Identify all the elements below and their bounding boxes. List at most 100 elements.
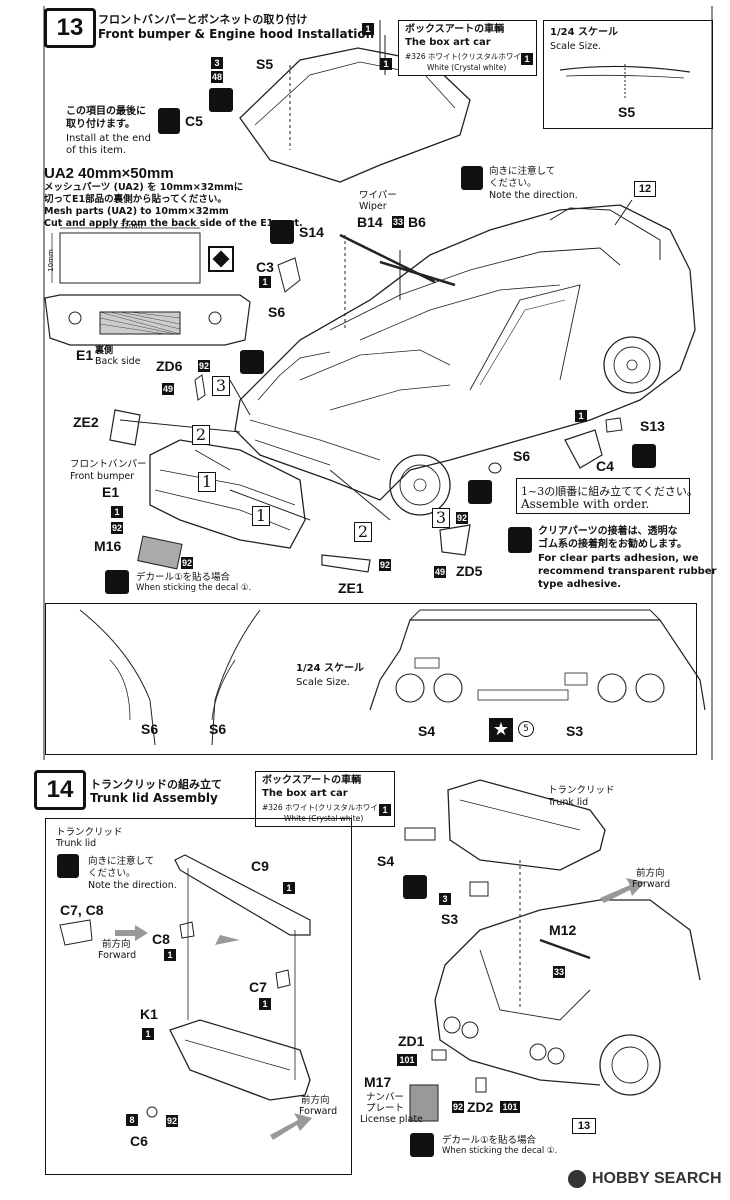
- note-end-jp2: 取り付けます。: [66, 119, 135, 130]
- clear-en2: recommend transparent rubber: [538, 566, 717, 577]
- part-c9: C9: [251, 858, 269, 874]
- zd2-color-101: 101: [500, 1101, 520, 1113]
- part-s6-b: S6: [513, 448, 531, 464]
- scale-box-hood: 1/24 スケール Scale Size. S5: [543, 20, 713, 129]
- license-jp2: プレート: [366, 1103, 405, 1114]
- direction-icon-14: [57, 854, 79, 878]
- trunk-jp: トランクリッド: [56, 827, 123, 838]
- ua2-dim-h: 10mm: [46, 249, 55, 272]
- order-box: 1~3の順番に組み立ててください。 Assemble with order.: [516, 478, 698, 514]
- dir14-en: Note the direction.: [88, 880, 177, 891]
- glue-icon-14: [403, 875, 427, 899]
- front-bumper-jp: フロントバンパー: [70, 459, 147, 470]
- decal14-en: When sticking the decal ①.: [442, 1146, 558, 1156]
- part-s14: S14: [299, 224, 324, 240]
- step-marker-3a: 3: [212, 376, 230, 396]
- watermark-logo: [568, 1170, 586, 1188]
- ze1-color-92: 92: [379, 559, 391, 571]
- step13-title-jp: フロントバンパーとボンネットの取り付け: [98, 13, 308, 26]
- part-zd2: ZD2: [467, 1099, 494, 1115]
- part-s5-scale: S5: [618, 104, 636, 120]
- forward-jp-a: 前方向: [102, 939, 131, 950]
- box-art14-title-jp: ボックスアートの車輌: [262, 775, 362, 786]
- step-marker-3b: 3: [432, 508, 450, 528]
- zd1-color-101: 101: [397, 1054, 417, 1066]
- c6-color-92: 92: [166, 1115, 178, 1127]
- m16-color-92: 92: [181, 557, 193, 569]
- trunk-en-r: Trunk lid: [548, 797, 589, 808]
- c7-num-1: 1: [259, 998, 271, 1010]
- scale-box-lower: 1/24 スケール Scale Size. S6 S6 S4 ★ 5 S3: [45, 603, 697, 755]
- box-art-title-en: The box art car: [405, 37, 491, 48]
- part-c7: C7: [249, 979, 267, 995]
- step-number-14: 14: [34, 770, 86, 810]
- decal-en: When sticking the decal ①.: [136, 583, 252, 593]
- part-c8: C8: [152, 931, 170, 947]
- note-end-en2: of this item.: [66, 145, 127, 156]
- c3-num-1: 1: [259, 276, 271, 288]
- part-s4-scale: S4: [418, 723, 436, 739]
- clear-en3: type adhesive.: [538, 579, 622, 590]
- hood-num-1b: 1: [380, 58, 392, 70]
- box-art14-color-jp: #326 ホワイト(クリスタルホワイト): [262, 803, 389, 812]
- ref-step-13: 13: [572, 1118, 596, 1134]
- scale-title-en: Scale Size.: [550, 41, 602, 52]
- part-s3-scale: S3: [566, 723, 584, 739]
- part-s4-14: S4: [377, 853, 395, 869]
- part-s6-scale-a: S6: [141, 721, 159, 737]
- direction-en: Note the direction.: [489, 190, 578, 201]
- part-e1: E1: [102, 484, 120, 500]
- trunk-jp-r: トランクリッド: [548, 785, 615, 796]
- ua2-jp2: 切ってE1部品の裏側から貼ってください。: [44, 194, 227, 205]
- decal-icon-14: [410, 1133, 434, 1157]
- box-art-part-num: 1: [521, 53, 533, 65]
- e1-color-92: 92: [111, 522, 123, 534]
- color-48: 48: [211, 71, 223, 83]
- hood-num-1a: 1: [362, 23, 374, 35]
- zd5-color-92: 92: [456, 512, 468, 524]
- forward-en-c: Forward: [632, 879, 671, 890]
- decal14-jp: デカール①を貼る場合: [442, 1135, 537, 1146]
- part-c3: C3: [256, 259, 274, 275]
- forward-en-b: Forward: [299, 1106, 338, 1117]
- star-decal-num: 5: [518, 721, 534, 737]
- trunk-sub-box: トランクリッド Trunk lid 向きに注意して ください。 Note the…: [45, 818, 352, 1175]
- part-s5: S5: [256, 56, 274, 72]
- star-icon: ★: [489, 718, 513, 742]
- step14-title-en: Trunk lid Assembly: [90, 791, 218, 805]
- step14-title-jp: トランクリッドの組み立て: [90, 778, 222, 791]
- glue-icon: [209, 88, 233, 112]
- trunk-en: Trunk lid: [56, 838, 97, 849]
- part-b6: B6: [408, 214, 426, 230]
- forward-jp-b: 前方向: [301, 1095, 330, 1106]
- back-side-jp: 裏側: [95, 346, 114, 356]
- wiper-en: Wiper: [359, 201, 387, 212]
- box-art-title-jp: ボックスアートの車輌: [405, 24, 505, 35]
- c6-num-8: 8: [126, 1114, 138, 1126]
- scale-lower-jp: 1/24 スケール: [296, 663, 365, 674]
- ua2-jp1: メッシュパーツ (UA2) を 10mm×32mmに: [44, 182, 244, 193]
- part-m16: M16: [94, 538, 122, 554]
- c9-num-1: 1: [283, 882, 295, 894]
- ua2-en1: Mesh parts (UA2) to 10mm×32mm: [44, 206, 229, 217]
- box-art-color-en: White (Crystal white): [427, 63, 507, 72]
- decal-icon: [105, 570, 129, 594]
- part-ze2: ZE2: [73, 414, 99, 430]
- part-m12: M12: [549, 922, 577, 938]
- glue-icon-s6: [240, 350, 264, 374]
- wiper-jp: ワイパー: [359, 190, 397, 201]
- ua2-diamond-icon: [208, 246, 234, 272]
- clear-glue-icon: [508, 527, 532, 553]
- note-end-en1: Install at the end: [66, 133, 151, 144]
- k1-num-1: 1: [142, 1028, 154, 1040]
- dir14-jp2: ください。: [88, 868, 136, 879]
- part-e1-back: E1: [76, 347, 94, 363]
- part-k1: K1: [140, 1006, 158, 1022]
- zd5-color-49: 49: [434, 566, 446, 578]
- direction-jp2: ください。: [489, 178, 537, 189]
- part-zd1: ZD1: [398, 1033, 425, 1049]
- c4-num-1: 1: [575, 410, 587, 422]
- clear-en1: For clear parts adhesion, we: [538, 553, 699, 564]
- clear-jp2: ゴム系の接着剤をお勧めします。: [538, 539, 687, 550]
- scale-title-jp: 1/24 スケール: [550, 27, 619, 38]
